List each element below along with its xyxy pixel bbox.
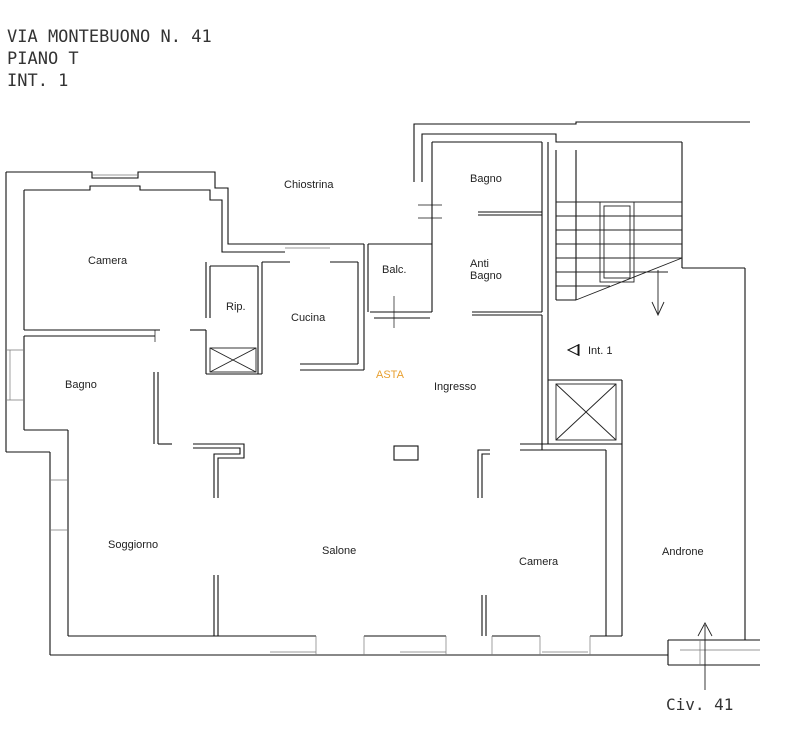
- room-salone: Salone: [322, 545, 356, 557]
- room-camera-right: Camera: [519, 556, 559, 568]
- entrance-arrow: [697, 622, 713, 690]
- floor-line: PIANO T: [7, 49, 79, 69]
- room-rip: Rip.: [226, 301, 246, 313]
- room-bagno-left: Bagno: [65, 379, 97, 391]
- room-camera-left: Camera: [88, 255, 128, 267]
- room-balc: Balc.: [382, 264, 406, 276]
- elevator-shaft: [555, 383, 617, 441]
- unit-line: INT. 1: [7, 71, 68, 91]
- address-line: VIA MONTEBUONO N. 41: [7, 27, 212, 47]
- room-chiostrina: Chiostrina: [284, 179, 334, 191]
- windows: [6, 174, 760, 665]
- interior-walls: [23, 141, 622, 636]
- room-soggiorno: Soggiorno: [108, 539, 158, 551]
- int-label: Int. 1: [588, 345, 612, 357]
- room-ingresso: Ingresso: [434, 381, 476, 393]
- asta-label: ASTA: [376, 369, 405, 381]
- room-anti-bagno-2: Bagno: [470, 270, 502, 282]
- civic-number-label: Civ. 41: [666, 695, 733, 714]
- staircase: [556, 201, 683, 317]
- shaft-rip: [209, 347, 257, 373]
- room-androne: Androne: [662, 546, 704, 558]
- room-anti-bagno-1: Anti: [470, 258, 489, 270]
- room-cucina: Cucina: [291, 312, 326, 324]
- int-arrow-icon: [566, 344, 580, 356]
- outer-walls: [5, 121, 760, 666]
- room-bagno-top: Bagno: [470, 173, 502, 185]
